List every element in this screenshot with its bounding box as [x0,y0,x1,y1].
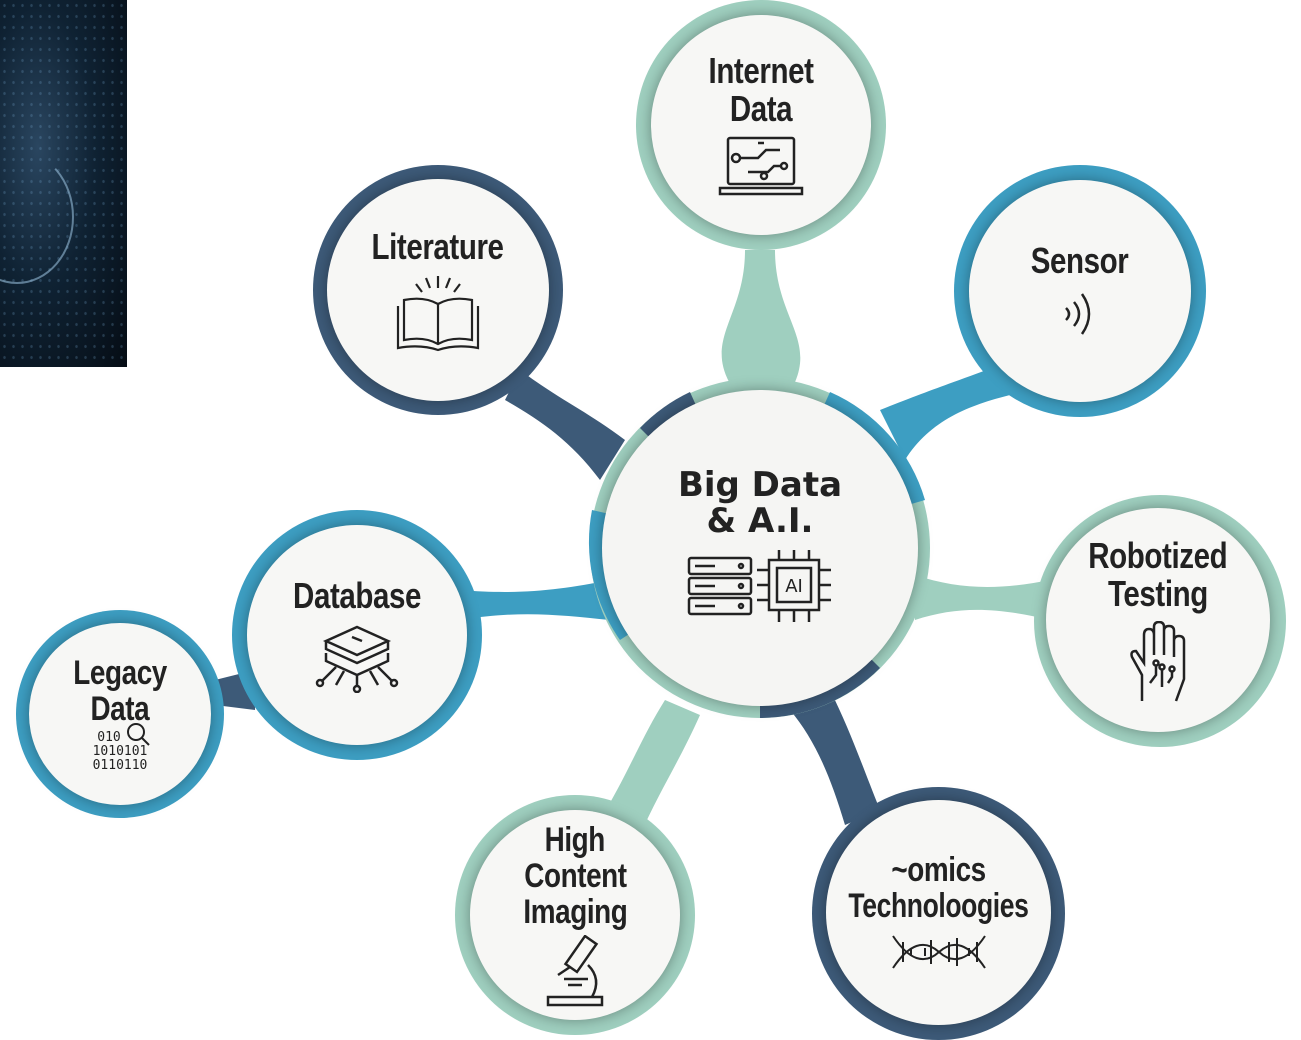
background-photo [0,0,127,367]
node-imaging: High Content Imaging [470,810,680,1020]
binary-row-3: 0110110 [92,757,148,773]
magnifier-icon [127,723,151,746]
node-internet: Internet Data [651,15,871,235]
laptop-circuit-icon [718,136,804,198]
connector-sensor [880,365,1010,460]
node-robotized-label-1: Robotized [1088,535,1228,577]
node-literature-label-1: Literature [371,226,505,268]
open-book-icon [396,274,480,352]
dna-icon [891,932,987,972]
node-imaging-label-1: High [544,821,606,860]
connector-omics [790,690,880,825]
svg-text:AI: AI [785,576,803,597]
binary-search-icon: 010 1010101 0110110 [92,723,151,773]
binary-row-1: 010 [97,730,121,746]
node-imaging-label-2: Content [523,857,627,896]
connector-database [460,580,610,620]
microscope-icon [544,934,606,1007]
hub-title-line1: Big Data [677,465,843,506]
node-legacy: Legacy Data 010 1010101 0110110 [29,623,211,805]
node-internet-label-2: Data [729,88,793,129]
node-literature: Literature [327,179,549,401]
server-ai-chip-icon: AI [685,548,835,628]
node-omics-label-1: ~omics [891,850,986,889]
hub-title-line2: & A.I. [706,501,814,541]
connector-robotized [915,575,1050,620]
node-omics: ~omics Technoloogies [826,800,1051,1025]
node-robotized-label-2: Testing [1108,573,1208,614]
node-legacy-label-2: Data [90,689,150,728]
signal-waves-icon [1060,288,1100,340]
node-database-label-1: Database [293,575,421,617]
node-sensor-label-1: Sensor [1031,240,1129,282]
node-legacy-label-1: Legacy [73,653,167,692]
connector-internet [721,250,801,392]
connector-literature [505,370,625,480]
database-stack-icon [312,623,402,693]
node-omics-label-2: Technoloogies [848,886,1029,925]
binary-row-2: 1010101 [92,743,148,759]
node-robotized: Robotized Testing [1046,508,1270,732]
node-internet-label-1: Internet [708,50,814,92]
robot-hand-icon [1128,620,1188,703]
node-sensor: Sensor [969,180,1191,402]
hub-circle: Big Data & A.I. AI [602,390,918,706]
node-imaging-label-3: Imaging [522,892,628,931]
node-database: Database [247,525,467,745]
connector-imaging [600,700,700,835]
